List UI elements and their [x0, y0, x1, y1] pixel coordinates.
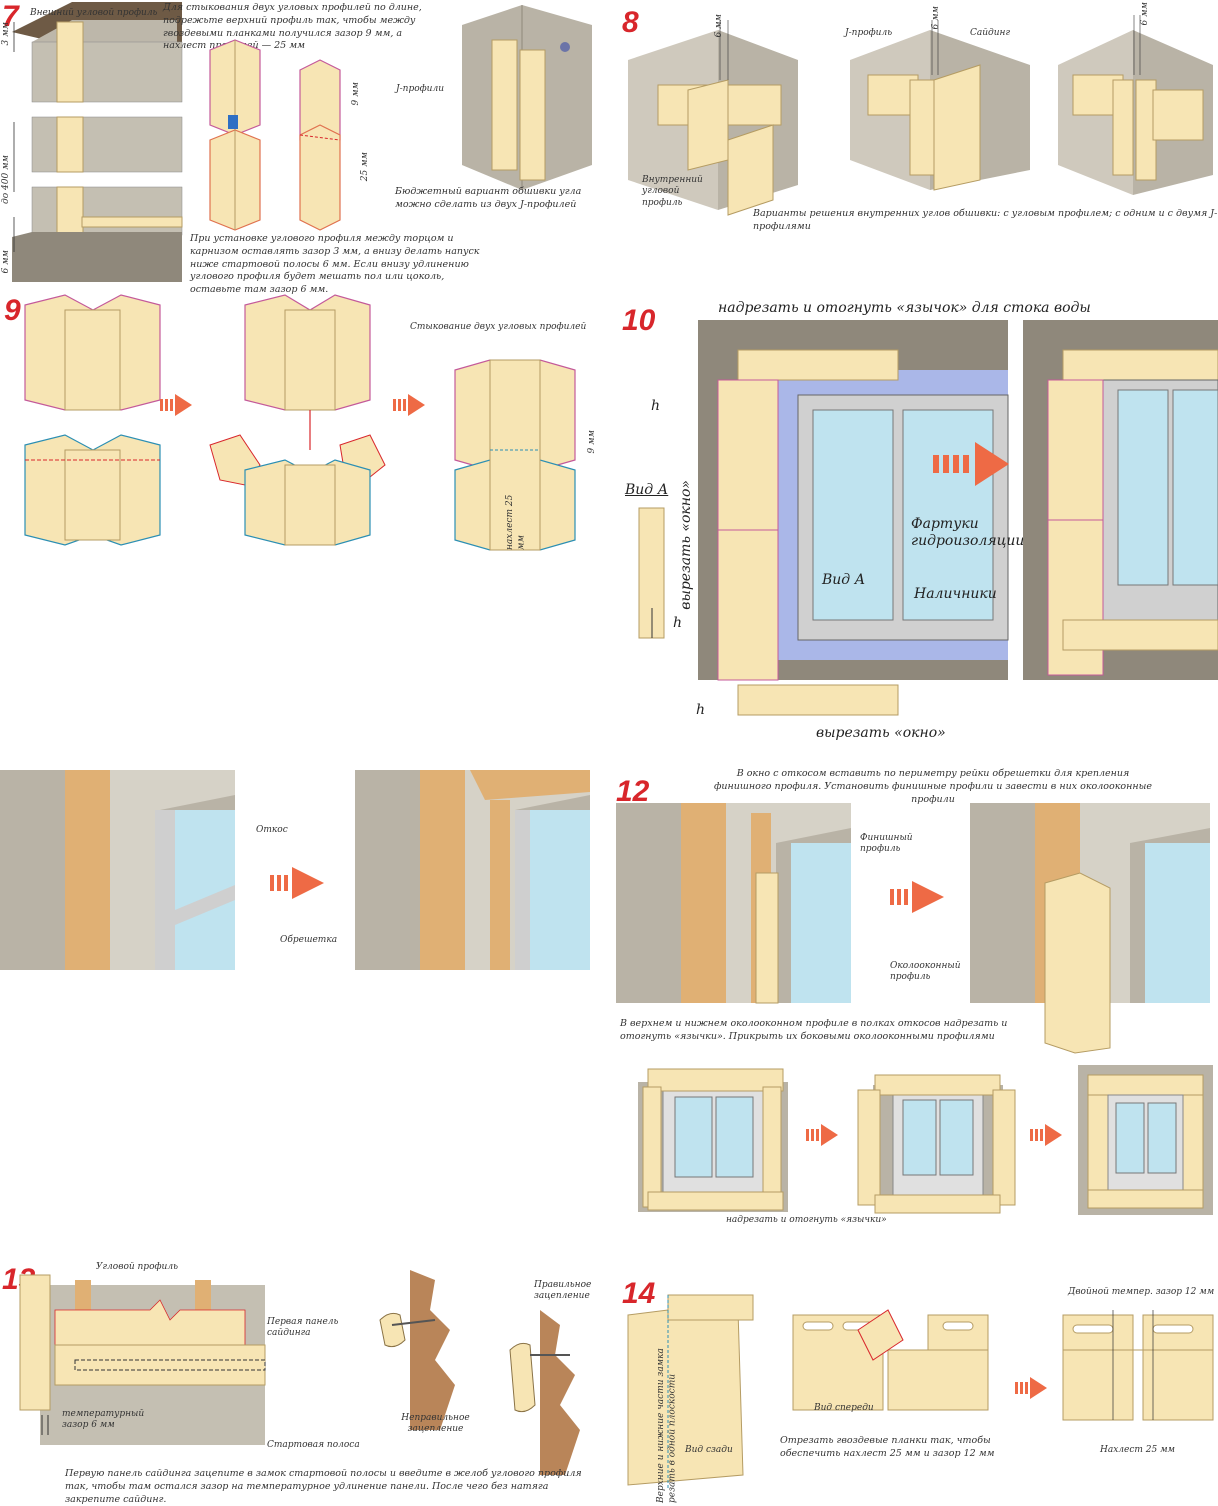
window-slope-after	[355, 770, 590, 970]
label-siding: Сайдинг	[970, 28, 1011, 38]
step-9: 9 Стыкование двух угловых профилей 9 мм …	[0, 290, 600, 551]
dim-400mm: до 400 мм	[1, 155, 11, 204]
label-j-profile: J-профиль	[845, 28, 893, 38]
double-j-profile-illustration	[1058, 15, 1213, 195]
view-a-detail	[638, 507, 665, 639]
label-correct: Правильное зацепление	[534, 1280, 592, 1302]
step-9-caption: Стыкование двух угловых профилей	[410, 322, 587, 332]
step-7-caption-bottom: При установке углового профиля между тор…	[190, 233, 480, 296]
label-corner-profile: Угловой профиль	[96, 1262, 178, 1272]
step-10-number: 10	[622, 304, 656, 337]
label-view-a-title: Вид А	[625, 482, 669, 498]
label-tongues: надрезать и отогнуть «язычки»	[726, 1215, 887, 1225]
window-slope-before	[0, 770, 235, 970]
corner-profile-cut-middle	[209, 294, 386, 546]
label-flashing: Фартуки гидроизоляции	[911, 516, 1025, 549]
step-7: 7 Внешний угловой профиль 3 мм до 400 мм…	[0, 0, 600, 295]
panel-back-view	[627, 1294, 754, 1490]
step-7-wall-illustration	[12, 2, 183, 282]
first-panel-illustration	[19, 1274, 266, 1445]
window-flashing-before	[698, 320, 1009, 716]
label-h3: h	[696, 702, 706, 718]
arrow-9-b	[393, 394, 425, 416]
label-slope: Откос	[256, 825, 288, 835]
label-battens: Обрешетка	[280, 935, 338, 945]
label-view-a: Вид А	[822, 572, 866, 588]
step-14-number: 14	[622, 1277, 656, 1310]
dim-3mm: 3 мм	[1, 22, 11, 46]
label-outer-corner: Внешний угловой профиль	[30, 8, 158, 18]
label-temp-gap: температурный зазор 6 мм	[62, 1409, 145, 1431]
dim-6mm: 6 мм	[1, 250, 11, 274]
step-12-caption-mid: В верхнем и нижнем околооконном профиле …	[620, 1018, 1008, 1042]
corner-profile-joined	[454, 359, 576, 551]
window-profile-illustration	[970, 803, 1210, 1054]
single-j-profile-illustration	[850, 20, 1030, 191]
step-12-number: 12	[616, 775, 650, 808]
inner-corner-profile-illustration	[628, 20, 798, 216]
label-h2: h	[673, 615, 683, 631]
step-12: 12 В окно с откосом вставить по периметр…	[608, 765, 1218, 1235]
arrow-14	[1015, 1377, 1047, 1399]
window-trim-step-c	[1078, 1065, 1213, 1215]
arrow-10	[933, 442, 1009, 486]
corner-profile-pair-left	[24, 294, 161, 546]
label-double-gap: Двойной темпер. зазор 12 мм	[1068, 1287, 1215, 1297]
step-14: 14 Верхние и нижние части замка резать в…	[608, 1255, 1218, 1504]
corner-joint-illustration	[209, 39, 341, 231]
step-8-caption: Варианты решения внутренних углов обшивк…	[753, 208, 1218, 232]
label-inner-corner: Внутренний угловой профиль	[642, 175, 703, 208]
label-back-view: Вид сзади	[685, 1445, 733, 1455]
dim-6mm-a: 6 мм	[714, 14, 724, 38]
window-trim-step-b	[857, 1074, 1016, 1214]
label-first-panel: Первая панель сайдинга	[267, 1317, 339, 1339]
label-start-strip: Стартовая полоса	[267, 1440, 360, 1450]
window-trim-step-a	[638, 1068, 788, 1212]
window-flashing-after	[1023, 320, 1218, 680]
step-9-number: 9	[4, 294, 21, 327]
label-front-view: Вид спереди	[814, 1403, 874, 1413]
dim-25mm: 25 мм	[360, 152, 370, 182]
step-8-number: 8	[622, 6, 639, 39]
label-tongue: надрезать и отогнуть «язычок» для стока …	[718, 300, 1091, 316]
label-overlap: Нахлест 25 мм	[1100, 1445, 1176, 1455]
arrow-12-c	[1030, 1124, 1062, 1146]
label-finish-profile: Финишный профиль	[860, 833, 913, 855]
panel-overlap-result	[1062, 1310, 1214, 1421]
label-cut-window: вырезать «окно»	[816, 725, 946, 741]
dim-6mm-c: 6 мм	[1140, 2, 1150, 26]
step-8: 8 6 мм Внутренний угловой профиль 6 мм J…	[608, 0, 1218, 290]
label-back-vertical: Верхние и нижние части замка резать в од…	[656, 1348, 678, 1503]
j-profile-corner-illustration	[462, 5, 592, 190]
label-h1: h	[651, 398, 661, 414]
dim-overlap-step9: нахлест 25 мм	[505, 494, 527, 550]
dim-9mm-step9: 9 мм	[587, 430, 597, 454]
label-window-profile: Околооконный профиль	[890, 961, 961, 983]
step-14-caption: Отрезать гвоздевые планки так, чтобы обе…	[780, 1435, 995, 1459]
arrow-12	[890, 881, 944, 913]
step-13: 13 Угловой профиль Первая панель сайдинг…	[0, 1255, 600, 1505]
panel-front-view	[792, 1309, 989, 1411]
step-12-caption-top: В окно с откосом вставить по периметру р…	[714, 768, 1152, 805]
arrow-11	[270, 867, 324, 899]
step-10: 10 надрезать и отогнуть «язычок» для сто…	[608, 290, 1218, 760]
step-11: 11 Откос Обрешетка	[0, 765, 600, 985]
dim-6mm-b: 6 мм	[931, 6, 941, 30]
dim-9mm: 9 мм	[351, 82, 361, 106]
label-j-profiles: J-профили	[396, 84, 444, 94]
label-cut-window-vertical: вырезать «окно»	[678, 480, 694, 610]
wrong-interlock-illustration	[379, 1270, 455, 1430]
correct-interlock-illustration	[509, 1310, 580, 1475]
step-7-number: 7	[2, 0, 19, 33]
caption-budget: Бюджетный вариант обшивки угла можно сде…	[395, 186, 582, 210]
arrow-12-b	[806, 1124, 838, 1146]
finish-profile-illustration	[616, 803, 851, 1004]
label-trim: Наличники	[914, 586, 997, 602]
label-wrong: Неправильное зацепление	[401, 1413, 470, 1435]
step-13-caption: Первую панель сайдинга зацепите в замок …	[65, 1468, 582, 1505]
arrow-9-a	[160, 394, 192, 416]
